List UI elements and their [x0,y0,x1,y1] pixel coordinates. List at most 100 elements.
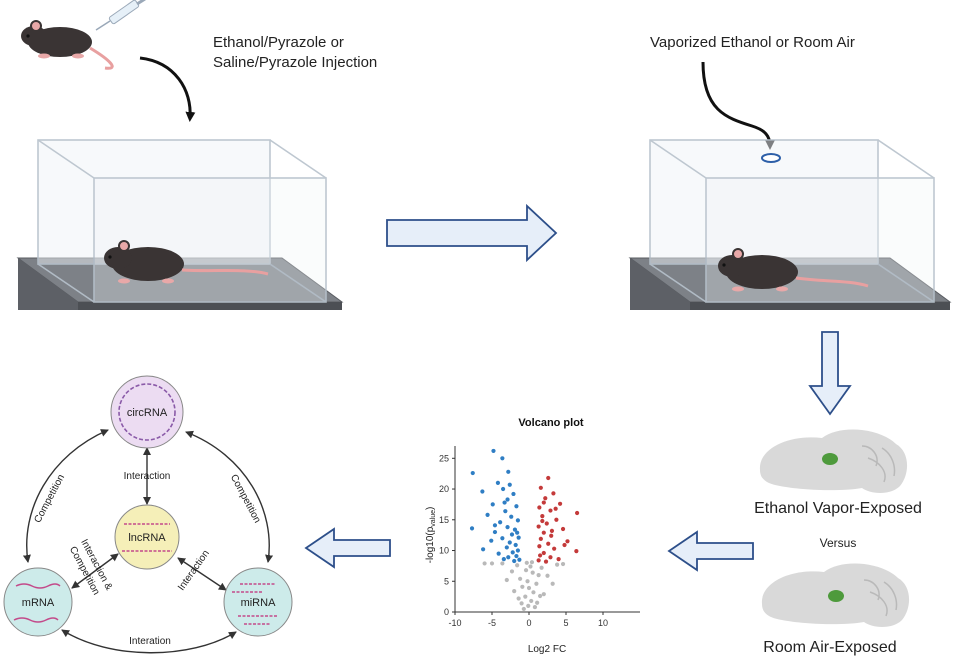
x-axis-label: Log2 FC [528,644,566,655]
point-down [505,497,510,502]
point-up [541,500,546,505]
point-up [551,491,556,496]
point-up [540,518,545,524]
point-ns [516,596,521,601]
point-down [512,558,517,564]
point-up [538,485,543,490]
injected-mouse-icon [21,20,114,70]
y-tick-label: 10 [439,546,449,556]
point-ns [526,603,531,608]
plot-to-network-arrow [304,527,391,569]
point-ns [532,604,538,610]
injection-caption-line2: Saline/Pyrazole Injection [213,54,377,71]
point-down [515,518,521,523]
point-ns [523,568,529,573]
chamber-1 [16,139,344,310]
point-up [552,546,557,551]
point-ns [560,561,566,567]
point-ns [482,561,487,566]
point-up [537,544,542,549]
point-down [514,553,519,559]
point-up [546,475,551,481]
x-tick-label: -5 [488,618,496,628]
point-down [470,470,475,476]
point-up [548,508,553,513]
x-tick-label: 10 [598,618,608,628]
down-arrow [808,331,852,416]
y-tick-label: 15 [439,515,449,525]
point-ns [520,584,525,589]
point-up [562,542,567,548]
point-up [556,557,561,562]
label-bottom-interation: Interation [129,636,171,647]
brain-group1-label: Ethanol Vapor-Exposed [754,500,922,517]
edge-circrna-mrna [22,429,109,563]
point-down [501,557,506,562]
point-ns [531,590,536,595]
point-down [503,509,508,514]
point-ns [528,564,533,569]
point-ns [529,560,535,565]
node-mirna: miRNA [223,567,293,637]
point-up [554,517,559,522]
y-tick-label: 0 [444,607,449,617]
point-up [541,530,546,535]
point-up [549,528,555,533]
point-down [514,504,519,509]
point-up [543,496,548,501]
point-ns [500,561,505,566]
point-up [537,505,542,510]
point-down [489,538,494,543]
point-up [541,550,546,556]
node-lncrna-label: lncRNA [128,532,166,544]
brain-to-plot-arrow [667,530,754,572]
point-down [516,535,521,540]
edge-lncrna-mrna [71,553,119,589]
label-lnc-mirna: Interaction [176,548,212,593]
point-ns [489,561,495,566]
point-down [509,514,514,519]
point-down [512,527,518,532]
point-down [517,557,522,562]
point-down [496,551,501,556]
node-circrna: circRNA [110,375,184,449]
point-up [536,524,541,529]
point-up [565,539,570,544]
point-ns [534,581,539,586]
point-up [574,549,579,554]
edge-circrna-mirna [185,430,274,563]
point-ns [525,579,530,584]
point-ns [555,562,560,567]
point-down [506,469,511,474]
point-down [513,542,518,548]
point-down [501,486,506,492]
injection-caption-line1: Ethanol/Pyrazole or [213,34,344,51]
point-down [515,548,521,553]
point-ns [526,585,532,591]
point-ns [521,606,526,612]
brain-ethanol-icon [759,429,908,493]
point-ns [530,570,535,575]
point-up [549,533,554,538]
point-down [485,512,490,517]
point-up [540,513,545,519]
vapor-caption: Vaporized Ethanol or Room Air [650,34,855,51]
vapor-curved-arrow [701,61,775,150]
point-up [553,506,558,511]
mouse-in-chamber-1-icon [104,240,269,284]
point-down [509,532,515,537]
point-up [536,558,541,563]
point-down [504,545,509,550]
x-tick-label: 0 [526,618,531,628]
point-ns [538,593,543,599]
point-down [480,489,485,494]
point-ns [523,594,528,599]
point-ns [545,573,550,578]
y-tick-label: 25 [439,453,449,463]
edge-lncrna-mirna [177,557,227,591]
point-down [495,480,501,485]
point-down [505,525,510,530]
point-up [575,510,580,516]
point-up [548,555,553,560]
